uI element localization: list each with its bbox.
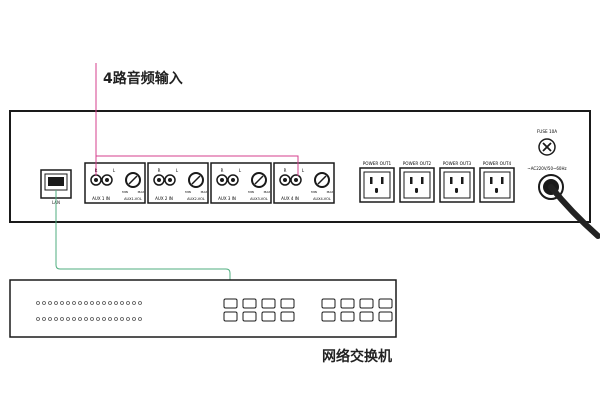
switch-port <box>378 298 393 309</box>
fuse-holder: FUSE 10A ~AC220V/50~60Hz <box>527 129 566 171</box>
switch-port <box>321 311 336 322</box>
switch-led <box>54 317 58 321</box>
power-outlet-1: POWER OUT1 <box>359 161 395 203</box>
switch-led <box>132 301 136 305</box>
aux3-vol-label: AUX3-VOL <box>250 197 268 201</box>
aux1-in-label: AUX 1 IN <box>92 196 110 201</box>
switch-led <box>138 317 142 321</box>
switch-led <box>126 317 130 321</box>
aux3-r-label: R <box>221 168 224 173</box>
aux-module-3: R L MIN MAX AUX 3 IN AUX3-VOL <box>210 162 272 204</box>
switch-led <box>36 301 40 305</box>
aux4-min-label: MIN <box>311 190 317 194</box>
switch-led <box>138 301 142 305</box>
aux4-r-label: R <box>284 168 287 173</box>
switch-port <box>223 311 238 322</box>
switch-port <box>261 298 276 309</box>
aux4-in-label: AUX 4 IN <box>281 196 299 201</box>
switch-led <box>120 317 124 321</box>
power-out2-label: POWER OUT2 <box>403 161 432 166</box>
power-outlet-4: POWER OUT4 <box>479 161 515 203</box>
switch-led <box>54 301 58 305</box>
lan-cable <box>55 190 231 305</box>
switch-port <box>378 311 393 322</box>
aux-module-1: R L MIN MAX AUX 1 IN AUX1-VOL <box>84 162 146 204</box>
switch-led <box>90 301 94 305</box>
switch-led <box>48 317 52 321</box>
switch-led <box>84 301 88 305</box>
aux-module-2: R L MIN MAX AUX 2 IN AUX2-VOL <box>147 162 209 204</box>
switch-led <box>108 317 112 321</box>
switch-led <box>108 301 112 305</box>
switch-port <box>280 311 295 322</box>
aux1-min-label: MIN <box>122 190 128 194</box>
switch-led <box>120 301 124 305</box>
audio-input-cables <box>95 63 299 176</box>
switch-port <box>280 298 295 309</box>
switch-port <box>223 298 238 309</box>
switch-port <box>261 311 276 322</box>
switch-led <box>78 301 82 305</box>
aux3-in-label: AUX 3 IN <box>218 196 236 201</box>
audio-input-caption: 4路音频输入 <box>103 71 183 87</box>
fuse-label: FUSE 10A <box>537 129 557 134</box>
switch-led <box>60 317 64 321</box>
switch-port <box>242 311 257 322</box>
switch-led <box>90 317 94 321</box>
switch-led <box>42 301 46 305</box>
aux2-r-label: R <box>158 168 161 173</box>
switch-port <box>359 298 374 309</box>
aux1-vol-label: AUX1-VOL <box>124 197 142 201</box>
switch-led <box>114 317 118 321</box>
ac-label: ~AC220V/50~60Hz <box>527 166 566 171</box>
switch-led <box>60 301 64 305</box>
switch-led <box>66 317 70 321</box>
switch-port <box>321 298 336 309</box>
aux4-max-label: MAX <box>327 190 334 194</box>
switch-led <box>42 317 46 321</box>
power-outlet-3: POWER OUT3 <box>439 161 475 203</box>
aux2-in-label: AUX 2 IN <box>155 196 173 201</box>
switch-led <box>36 317 40 321</box>
power-outlet-2: POWER OUT2 <box>399 161 435 203</box>
switch-led <box>102 317 106 321</box>
switch-led <box>96 317 100 321</box>
switch-led <box>78 317 82 321</box>
switch-led <box>132 317 136 321</box>
aux2-vol-label: AUX2-VOL <box>187 197 205 201</box>
switch-led <box>48 301 52 305</box>
network-switch-caption: 网络交换机 <box>322 349 392 365</box>
switch-led <box>72 301 76 305</box>
power-out3-label: POWER OUT3 <box>443 161 472 166</box>
aux3-max-label: MAX <box>264 190 271 194</box>
switch-port <box>359 311 374 322</box>
power-out1-label: POWER OUT1 <box>363 161 392 166</box>
switch-port <box>340 311 355 322</box>
switch-led <box>102 301 106 305</box>
aux2-max-label: MAX <box>201 190 208 194</box>
aux-module-4: R L MIN MAX AUX 4 IN AUX4-VOL <box>273 162 335 204</box>
power-cord <box>548 184 600 239</box>
aux2-l-label: L <box>176 168 179 173</box>
aux1-max-label: MAX <box>138 190 145 194</box>
aux4-l-label: L <box>302 168 305 173</box>
aux3-min-label: MIN <box>248 190 254 194</box>
aux2-min-label: MIN <box>185 190 191 194</box>
switch-led <box>126 301 130 305</box>
power-out4-label: POWER OUT4 <box>483 161 512 166</box>
aux1-l-label: L <box>113 168 116 173</box>
switch-led <box>72 317 76 321</box>
switch-led <box>114 301 118 305</box>
aux4-vol-label: AUX4-VOL <box>313 197 331 201</box>
switch-led <box>96 301 100 305</box>
switch-ports <box>223 298 393 322</box>
switch-port <box>242 298 257 309</box>
switch-port <box>340 298 355 309</box>
switch-leds <box>36 301 142 321</box>
switch-led <box>66 301 70 305</box>
network-switch <box>9 279 397 338</box>
switch-led <box>84 317 88 321</box>
aux3-l-label: L <box>239 168 242 173</box>
